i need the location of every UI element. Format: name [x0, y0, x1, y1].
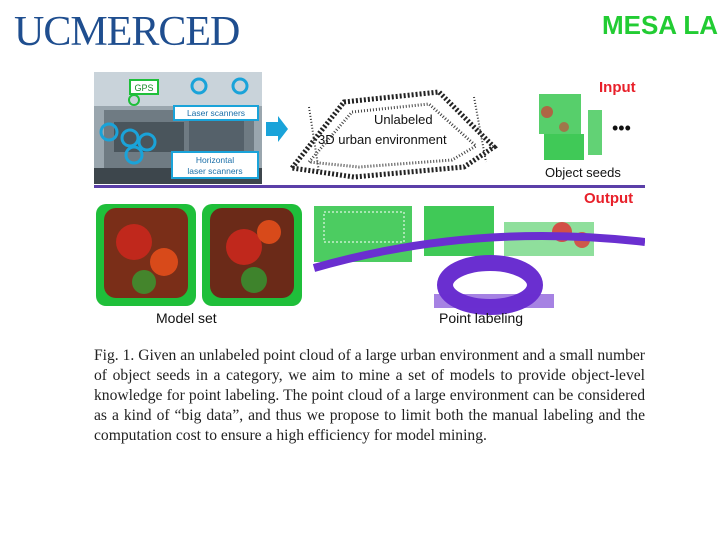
gps-label: GPS: [134, 83, 153, 93]
divider-line: [94, 185, 645, 188]
point-labeling: [312, 206, 646, 315]
point-labeling-label: Point labeling: [439, 310, 523, 326]
laser-scanners-label: Laser scanners: [187, 108, 245, 118]
object-seeds: [539, 94, 602, 160]
unlabeled-label-line1: Unlabeled: [374, 112, 433, 127]
horizontal-label-line2: laser scanners: [187, 166, 242, 176]
figure-number: Fig. 1.: [94, 347, 135, 364]
vehicle-photo: GPS Laser scanners Horizontal laser scan…: [94, 72, 262, 184]
horizontal-label-line1: Horizontal: [196, 155, 234, 165]
uc-merced-logo: UCMERCED: [14, 9, 240, 55]
input-label: Input: [599, 79, 636, 96]
figure-1: GPS Laser scanners Horizontal laser scan…: [94, 72, 646, 332]
object-seeds-label: Object seeds: [545, 165, 621, 180]
output-label: Output: [584, 190, 633, 207]
model-set: [96, 204, 302, 306]
unlabeled-point-cloud: Unlabeled 3D urban environment: [287, 89, 498, 180]
figure-illustration: GPS Laser scanners Horizontal laser scan…: [94, 72, 646, 326]
ellipsis: •••: [612, 118, 631, 138]
caption-text: Given an unlabeled point cloud of a larg…: [94, 347, 645, 444]
unlabeled-label-line2: 3D urban environment: [318, 132, 447, 147]
lab-title: MESA LA: [601, 10, 718, 40]
model-set-label: Model set: [156, 310, 217, 326]
arrow-right-icon: [266, 116, 288, 142]
figure-caption: Fig. 1. Given an unlabeled point cloud o…: [94, 346, 645, 446]
